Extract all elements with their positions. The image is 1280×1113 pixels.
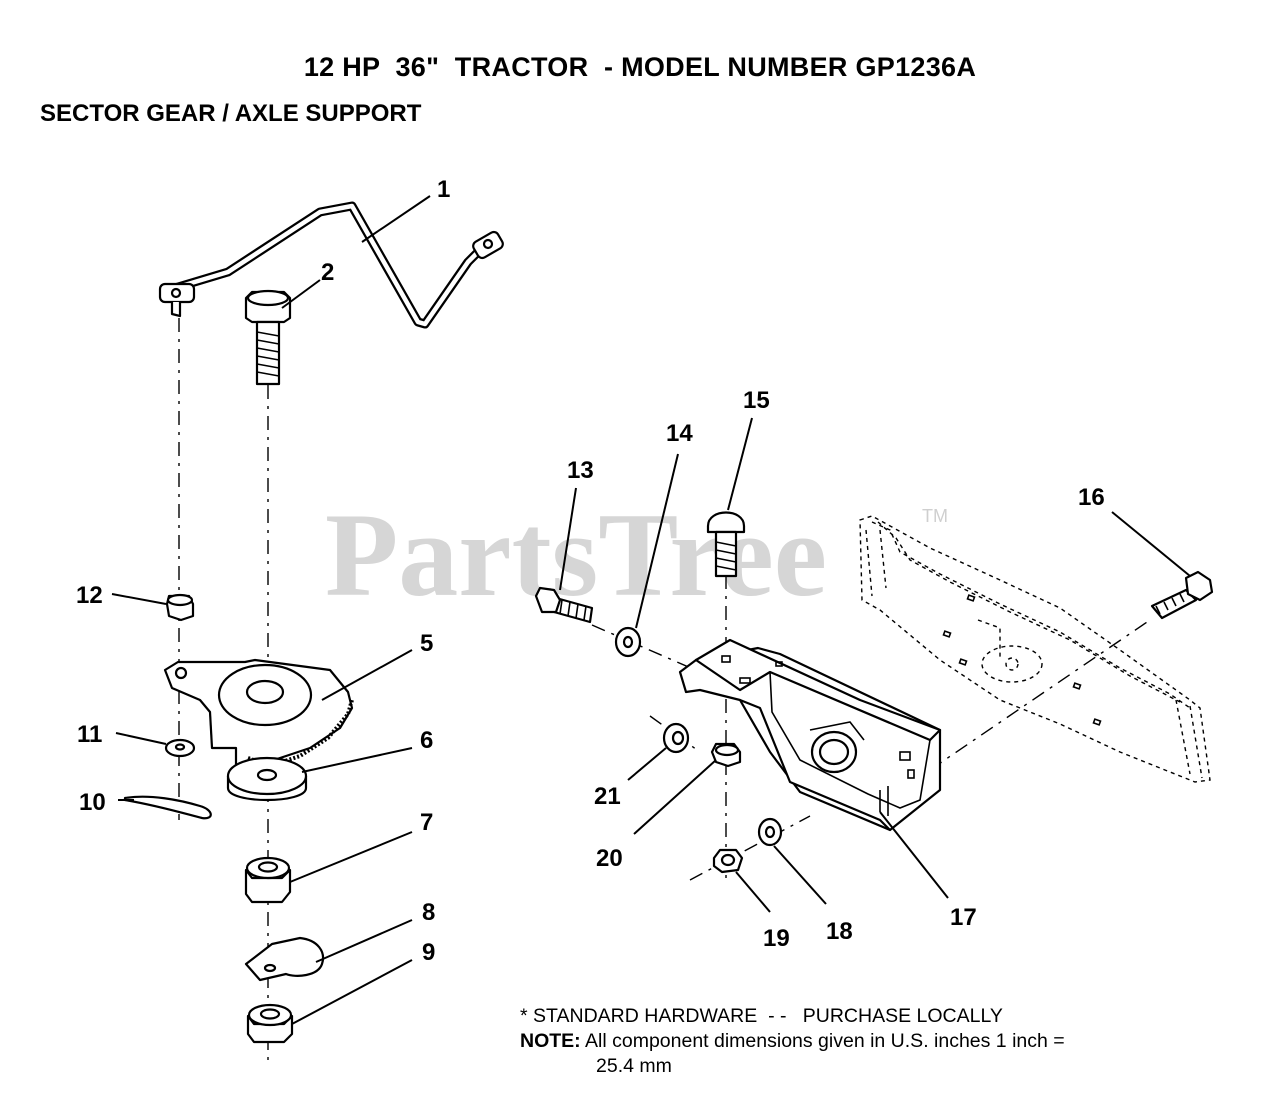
callout-21: 21 xyxy=(594,783,621,810)
standard-hardware-note: * STANDARD HARDWARE - - PURCHASE LOCALLY xyxy=(520,1005,1003,1027)
callout-7: 7 xyxy=(420,809,433,836)
note-line-1: All component dimensions given in U.S. i… xyxy=(580,1030,1065,1052)
callout-5: 5 xyxy=(420,630,433,657)
callout-19: 19 xyxy=(763,925,790,952)
part-nut-12 xyxy=(165,593,195,622)
note-line-2: 25.4 mm xyxy=(596,1055,672,1077)
callout-15: 15 xyxy=(743,387,770,414)
part-spacer-disc xyxy=(226,756,308,802)
part-nut-20 xyxy=(710,742,742,768)
callout-9: 9 xyxy=(422,939,435,966)
callout-20: 20 xyxy=(596,845,623,872)
callout-11: 11 xyxy=(77,721,102,748)
part-axle-support xyxy=(678,638,942,832)
callout-10: 10 xyxy=(79,789,106,816)
part-washer-14 xyxy=(614,626,642,658)
part-drag-link xyxy=(158,201,504,329)
part-nut-19 xyxy=(712,848,744,874)
part-axle-bolt xyxy=(1150,570,1214,620)
callout-8: 8 xyxy=(422,899,435,926)
centerline-lower-nuts xyxy=(689,815,811,881)
part-nut-7 xyxy=(244,856,292,904)
callout-12: 12 xyxy=(76,582,103,609)
watermark-trademark: TM xyxy=(922,506,948,526)
callout-6: 6 xyxy=(420,727,433,754)
note-label: NOTE: xyxy=(520,1030,581,1052)
part-washer-11 xyxy=(164,738,196,758)
callout-16: 16 xyxy=(1078,484,1105,511)
part-nut-21 xyxy=(662,722,690,754)
leader-lines xyxy=(111,195,1191,1025)
callout-17: 17 xyxy=(950,904,977,931)
callout-2: 2 xyxy=(321,259,334,286)
part-sector-gear xyxy=(163,658,354,769)
callout-13: 13 xyxy=(567,457,594,484)
centerline-side-bolt xyxy=(591,624,701,673)
part-cotter-pin xyxy=(123,795,212,820)
centerline-nut-21 xyxy=(649,715,701,753)
callout-18: 18 xyxy=(826,918,853,945)
callout-1: 1 xyxy=(437,176,450,203)
section-title: SECTOR GEAR / AXLE SUPPORT xyxy=(40,100,422,127)
callout-14: 14 xyxy=(666,420,693,447)
part-nut-9 xyxy=(246,1003,294,1044)
part-bolt-2 xyxy=(244,289,292,386)
watermark-text: PartsTree xyxy=(325,488,827,621)
part-clip xyxy=(244,936,325,982)
dimension-note: NOTE: All component dimensions given in … xyxy=(520,1029,1065,1054)
part-axle-outline xyxy=(859,515,1211,783)
centerline-axle-bolt xyxy=(929,619,1151,771)
part-nut-18 xyxy=(757,817,783,847)
part-bolt-13 xyxy=(534,586,594,624)
notes-block: * STANDARD HARDWARE - - PURCHASE LOCALLY… xyxy=(520,1004,1065,1079)
page-title: 12 HP 36" TRACTOR - MODEL NUMBER GP1236A xyxy=(303,52,977,82)
part-carriage-bolt xyxy=(706,511,746,578)
